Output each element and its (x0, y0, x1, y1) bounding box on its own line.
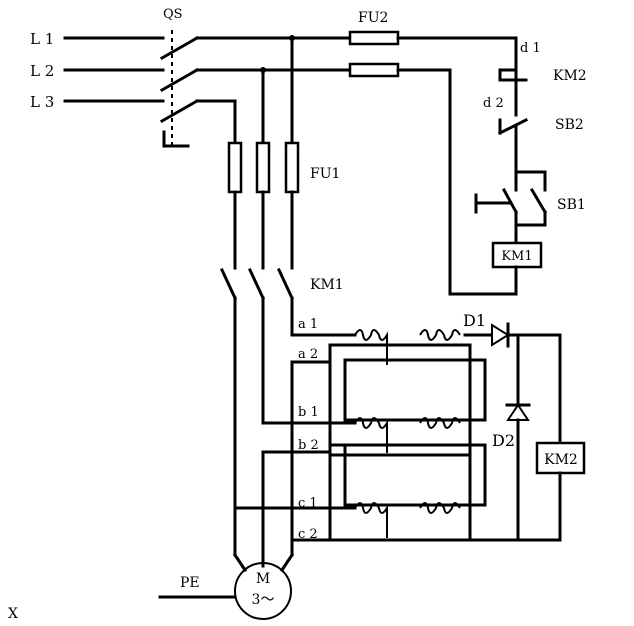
supply-buses (195, 35, 352, 145)
label-l1: L 1 (30, 30, 54, 48)
label-sb2: SB2 (555, 117, 584, 133)
dc-branch (491, 322, 586, 542)
label-a2: a 2 (298, 347, 318, 362)
label-diode-d2: D2 (492, 431, 515, 450)
reactor-cores (328, 343, 487, 542)
label-km1-contacts: KM1 (310, 277, 344, 293)
label-diode-d1: D1 (463, 311, 486, 330)
label-d2-node: d 2 (483, 96, 504, 111)
motor-feeders (233, 296, 357, 542)
label-a1: a 1 (298, 317, 318, 332)
label-b2: b 2 (298, 438, 319, 453)
label-fu2: FU2 (358, 10, 388, 26)
label-b1: b 1 (298, 405, 319, 420)
label-d1-node: d 1 (520, 41, 541, 56)
label-fu1: FU1 (310, 166, 340, 182)
label-l3: L 3 (30, 93, 54, 111)
fu2-fuses (348, 30, 518, 296)
label-c1: c 1 (298, 496, 318, 511)
reactor-windings (354, 329, 520, 542)
km1-main-contacts (220, 268, 294, 300)
label-l2: L 2 (30, 62, 54, 80)
motor (158, 538, 295, 620)
label-c2: c 2 (298, 527, 318, 542)
control-branch (474, 36, 548, 296)
corner-mark: X (8, 606, 18, 622)
fu1-fuses (227, 141, 300, 270)
label-qs: QS (163, 7, 183, 22)
label-sb1: SB1 (557, 197, 586, 213)
label-km2-contact: KM2 (553, 68, 587, 84)
label-motor-m: M (256, 571, 270, 587)
labels: QS L 1 L 2 L 3 FU2 FU1 KM1 d 1 KM2 d 2 S… (8, 7, 587, 622)
label-motor-spec: 3～ (252, 592, 275, 608)
label-pe: PE (180, 575, 200, 591)
qs-switch (159, 30, 200, 148)
supply-lines (63, 36, 165, 103)
label-km2-coil: KM2 (544, 452, 578, 468)
label-km1-coil: KM1 (501, 249, 532, 264)
